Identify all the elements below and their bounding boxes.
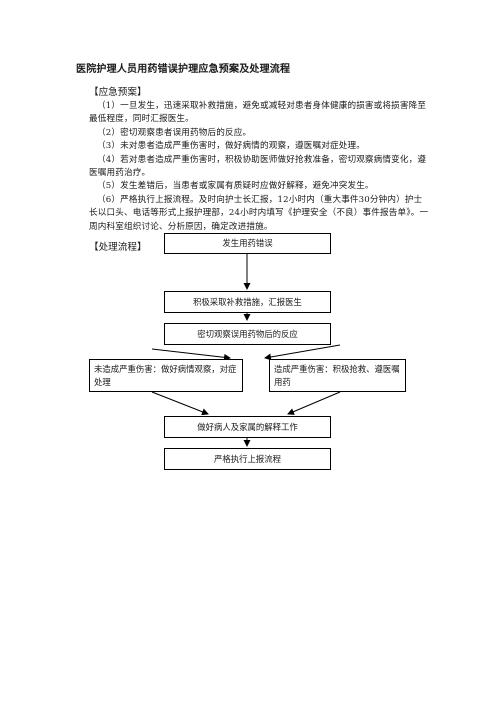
plan-item-4: （4）若对患者造成严重伤害时，积极协助医师做好抢救准备，密切观察病情变化，遵医嘱… — [89, 154, 427, 179]
plan-item-6: （6）严格执行上报流程。及时向护士长汇报，12小时内（重大事件30分钟内）护士长… — [89, 194, 429, 232]
flow-step-3: 密切观察误用药物后的反应 — [164, 323, 331, 345]
flow-step-2: 积极采取补救措施，汇报医生 — [164, 291, 331, 313]
plan-item-5: （5）发生差错后，当患者或家属有质疑时应做好解释，避免冲突发生。 — [97, 181, 374, 192]
arrow-3-left — [151, 348, 231, 361]
process-heading: 【处理流程】 — [89, 242, 147, 253]
plan-item-2: （2）密切观察患者误用药物后的反应。 — [97, 127, 252, 138]
plan-item-3: （3）未对患者造成严重伤害时，做好病情的观察，遵医嘱对症处理。 — [97, 141, 365, 152]
arrow-3-right — [264, 344, 341, 361]
plan-body: （1）一旦发生，迅速采取补救措施，避免或减轻对患者身体健康的损害或将损害降至最低… — [89, 100, 429, 234]
plan-heading: 【应急预案】 — [89, 87, 147, 98]
flow-branch-right: 造成严重伤害：积极抢救、遵医嘱用药 — [269, 359, 406, 392]
flow-step-1: 发生用药错误 — [164, 233, 331, 254]
document-title: 医院护理人员用药错误护理应急预案及处理流程 — [76, 64, 291, 75]
flow-branch-left: 未造成严重伤害：做好病情观察，对症处理 — [89, 359, 243, 392]
arrow-right-4 — [287, 391, 341, 415]
flow-step-4: 做好病人及家属的解释工作 — [164, 416, 331, 438]
flow-step-5: 严格执行上报流程 — [164, 448, 331, 470]
plan-item-1: （1）一旦发生，迅速采取补救措施，避免或减轻对患者身体健康的损害或将损害降至最低… — [89, 101, 427, 125]
arrow-left-4 — [151, 391, 209, 416]
